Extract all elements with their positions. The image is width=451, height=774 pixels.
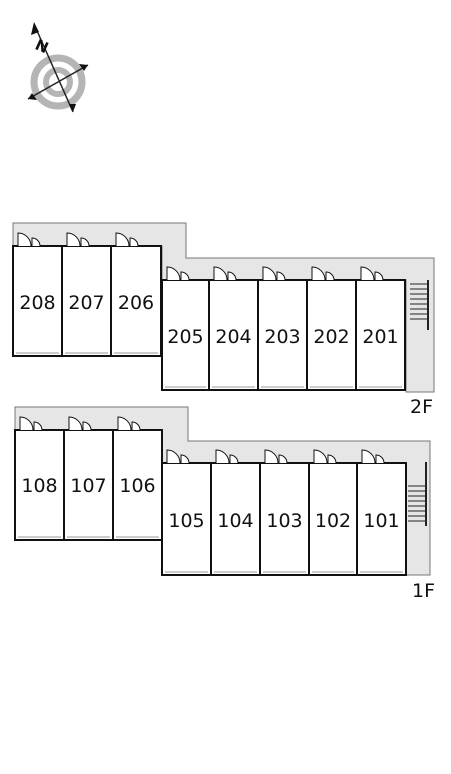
room-206: 206 bbox=[110, 232, 162, 357]
room-103: 103 bbox=[259, 449, 310, 576]
room-number-label: 208 bbox=[19, 292, 55, 314]
room-outline bbox=[356, 462, 407, 576]
door-icon bbox=[115, 232, 139, 247]
room-list-2f: 208 207 206 205 204 203 202 201 bbox=[12, 232, 406, 391]
door-icon bbox=[313, 449, 337, 464]
room-number-label: 101 bbox=[363, 510, 399, 532]
room-number-label: 202 bbox=[313, 326, 349, 348]
door-icon bbox=[215, 449, 239, 464]
door-icon bbox=[19, 416, 43, 431]
floor-2f: 208 207 206 205 204 203 202 201 2F bbox=[12, 222, 435, 418]
room-list-1f: 108 107 106 105 104 103 102 101 bbox=[14, 416, 407, 576]
door-icon bbox=[166, 449, 190, 464]
door-icon bbox=[17, 232, 41, 247]
room-number-label: 206 bbox=[118, 292, 154, 314]
door-icon bbox=[68, 416, 92, 431]
room-number-label: 106 bbox=[119, 475, 155, 497]
room-203: 203 bbox=[257, 266, 308, 391]
room-number-label: 207 bbox=[68, 292, 104, 314]
room-number-label: 203 bbox=[264, 326, 300, 348]
room-105: 105 bbox=[161, 449, 212, 576]
room-number-label: 108 bbox=[21, 475, 57, 497]
room-108: 108 bbox=[14, 416, 65, 541]
room-204: 204 bbox=[208, 266, 259, 391]
door-icon bbox=[360, 266, 384, 281]
compass-north-letter: N bbox=[32, 36, 51, 58]
room-104: 104 bbox=[210, 449, 261, 576]
staircase-2f bbox=[410, 280, 429, 330]
room-outline bbox=[306, 279, 357, 391]
door-icon bbox=[213, 266, 237, 281]
room-outline bbox=[161, 279, 210, 391]
room-outline bbox=[112, 429, 163, 541]
floor-label-1f: 1F bbox=[412, 580, 435, 602]
door-icon bbox=[311, 266, 335, 281]
room-outline bbox=[110, 245, 162, 357]
room-number-label: 201 bbox=[362, 326, 398, 348]
door-icon bbox=[264, 449, 288, 464]
door-icon bbox=[166, 266, 190, 281]
room-outline bbox=[259, 462, 310, 576]
room-102: 102 bbox=[308, 449, 358, 576]
room-106: 106 bbox=[112, 416, 163, 541]
room-number-label: 204 bbox=[215, 326, 251, 348]
staircase-1f bbox=[408, 462, 427, 526]
room-208: 208 bbox=[12, 232, 63, 357]
room-101: 101 bbox=[356, 449, 407, 576]
room-201: 201 bbox=[355, 266, 406, 391]
compass-rose-icon: N bbox=[27, 22, 89, 113]
room-number-label: 102 bbox=[315, 510, 351, 532]
room-outline bbox=[257, 279, 308, 391]
floor-label-2f: 2F bbox=[410, 396, 433, 418]
room-number-label: 105 bbox=[168, 510, 204, 532]
door-icon bbox=[117, 416, 141, 431]
floor-1f: 108 107 106 105 104 103 102 101 1F bbox=[14, 406, 435, 602]
room-outline bbox=[208, 279, 259, 391]
room-number-label: 104 bbox=[217, 510, 253, 532]
room-number-label: 107 bbox=[70, 475, 106, 497]
door-icon bbox=[66, 232, 90, 247]
room-outline bbox=[61, 245, 112, 357]
room-number-label: 205 bbox=[167, 326, 203, 348]
room-number-label: 103 bbox=[266, 510, 302, 532]
room-107: 107 bbox=[63, 416, 114, 541]
room-207: 207 bbox=[61, 232, 112, 357]
door-icon bbox=[361, 449, 385, 464]
room-205: 205 bbox=[161, 266, 210, 391]
room-202: 202 bbox=[306, 266, 357, 391]
door-icon bbox=[262, 266, 286, 281]
